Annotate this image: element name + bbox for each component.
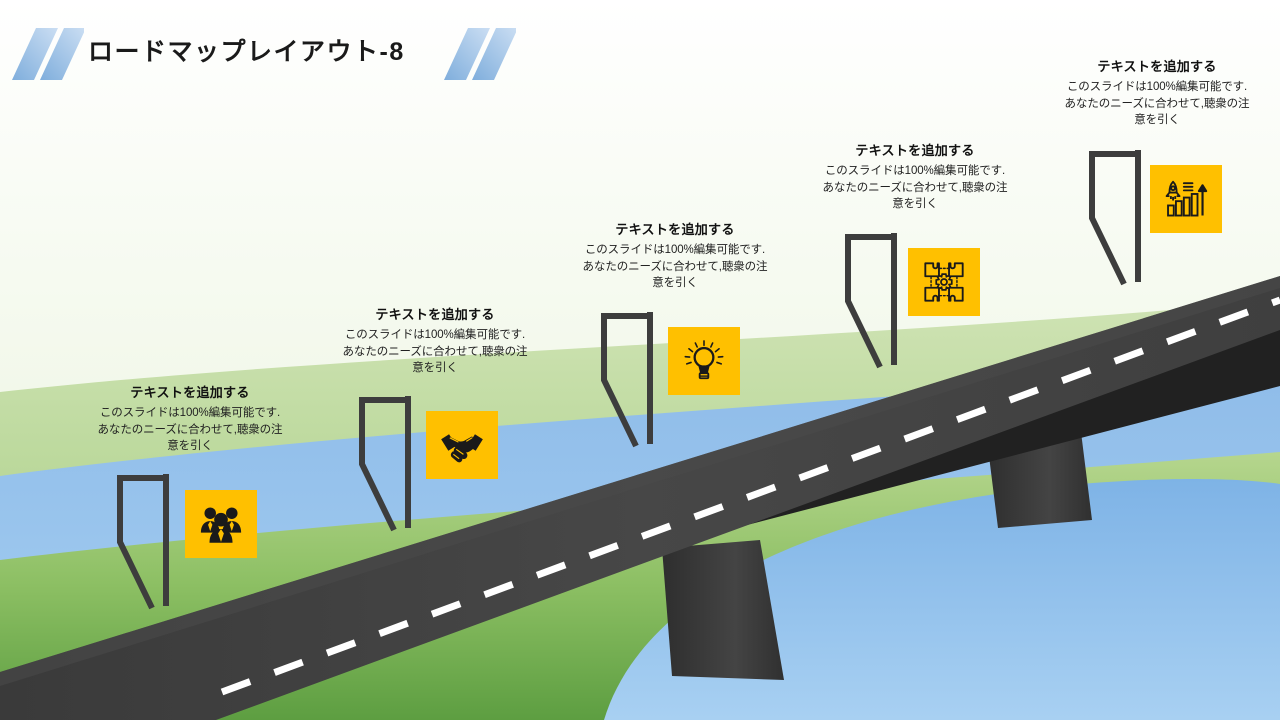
milestone-5-body: このスライドは100%編集可能です.あなたのニーズに合わせて,聴衆の注意を引く — [1064, 80, 1250, 127]
milestone-2-pole — [359, 396, 411, 532]
milestone-3-heading: テキストを追加する — [615, 222, 735, 237]
milestone-1-body: このスライドは100%編集可能です.あなたのニーズに合わせて,聴衆の注意を引く — [97, 406, 283, 453]
puzzle-gear-icon — [924, 262, 964, 302]
team-people-icon — [200, 507, 242, 543]
diagonal-slash-decoration-right-icon — [444, 28, 516, 80]
milestone-1-icon-box[interactable] — [185, 490, 257, 558]
handshake-icon — [441, 434, 483, 463]
rocket-growth-chart-icon — [1165, 180, 1208, 217]
diagonal-slash-decoration-left-icon — [12, 28, 84, 80]
milestone-2-heading: テキストを追加する — [375, 307, 495, 322]
milestone-3-text: テキストを追加する このスライドは100%編集可能です.あなたのニーズに合わせて… — [580, 221, 770, 292]
milestone-2-icon-box[interactable] — [426, 411, 498, 479]
milestone-1-text: テキストを追加する このスライドは100%編集可能です.あなたのニーズに合わせて… — [95, 384, 285, 455]
road-center-line — [220, 296, 1280, 696]
milestone-3-body: このスライドは100%編集可能です.あなたのニーズに合わせて,聴衆の注意を引く — [582, 243, 768, 290]
milestone-4-pole — [845, 233, 897, 369]
milestone-3-icon-box[interactable] — [668, 327, 740, 395]
milestone-5-heading: テキストを追加する — [1097, 59, 1217, 74]
milestone-1-heading: テキストを追加する — [130, 385, 250, 400]
milestone-2-body: このスライドは100%編集可能です.あなたのニーズに合わせて,聴衆の注意を引く — [342, 328, 528, 375]
milestone-5-icon-box[interactable] — [1150, 165, 1222, 233]
milestone-5-pole — [1089, 150, 1141, 286]
milestone-4-text: テキストを追加する このスライドは100%編集可能です.あなたのニーズに合わせて… — [820, 142, 1010, 213]
milestone-3-pole — [601, 312, 653, 448]
milestone-2-text: テキストを追加する このスライドは100%編集可能です.あなたのニーズに合わせて… — [340, 306, 530, 377]
milestone-4-body: このスライドは100%編集可能です.あなたのニーズに合わせて,聴衆の注意を引く — [822, 164, 1008, 211]
title-bar: ロードマップレイアウト-8 — [0, 0, 700, 110]
milestone-5-text: テキストを追加する このスライドは100%編集可能です.あなたのニーズに合わせて… — [1062, 58, 1252, 129]
milestone-1-pole — [117, 474, 169, 610]
lightbulb-idea-icon — [684, 340, 724, 380]
milestone-4-heading: テキストを追加する — [855, 143, 975, 158]
milestone-4-icon-box[interactable] — [908, 248, 980, 316]
page-title: ロードマップレイアウト-8 — [88, 38, 405, 66]
